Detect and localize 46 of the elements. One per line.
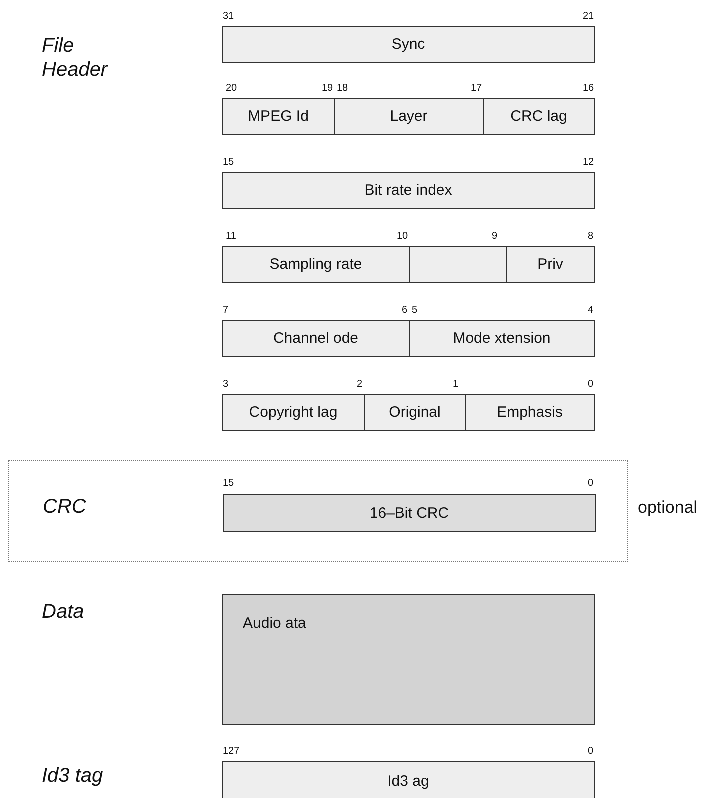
bit-number: 12: [583, 157, 594, 168]
bit-field: Layer: [334, 98, 484, 135]
bit-number: 10: [397, 231, 408, 242]
section-title: Data: [42, 600, 86, 624]
bit-number: 2: [357, 379, 363, 390]
bit-number: 127: [223, 746, 240, 757]
bit-number: 5: [412, 305, 418, 316]
bit-number: 1: [453, 379, 459, 390]
bit-number: 20: [226, 83, 238, 94]
bit-number: 11: [226, 231, 236, 242]
bit-number: 3: [223, 379, 229, 390]
bit-number: 4: [588, 305, 594, 316]
bit-number: 0: [588, 478, 594, 489]
bit-number: 7: [223, 305, 229, 316]
bit-field: Copyright lag: [222, 394, 365, 431]
dotted-frame: [8, 460, 628, 562]
bit-field: Audio ata: [222, 594, 595, 725]
bit-number: 0: [588, 379, 594, 390]
section-title: File Header: [42, 34, 110, 82]
bit-field: Sampling rate: [222, 246, 410, 283]
bit-number: 18: [337, 83, 348, 94]
bit-number: 6: [402, 305, 408, 316]
bit-field: CRC lag: [483, 98, 595, 135]
section-title: CRC: [43, 495, 86, 519]
bit-number: 17: [471, 83, 482, 94]
bit-field: Id3 ag: [222, 761, 595, 798]
bit-number: 15: [223, 478, 234, 489]
bit-field: Emphasis: [465, 394, 595, 431]
bit-field: 16–Bit CRC: [223, 494, 596, 532]
bit-field: Mode xtension: [409, 320, 595, 357]
bit-number: 8: [588, 231, 594, 242]
bit-number: 9: [492, 231, 498, 242]
bit-number: 16: [583, 83, 594, 94]
bit-number: 0: [588, 746, 594, 757]
bit-number: 31: [223, 11, 234, 22]
section-title: Id3 tag: [42, 764, 104, 788]
bit-field: Sync: [222, 26, 595, 63]
bit-field: MPEG Id: [222, 98, 335, 135]
bit-field: Original: [364, 394, 466, 431]
bit-field: Priv: [506, 246, 595, 283]
bit-number: 19: [322, 83, 334, 94]
bit-field: Bit rate index: [222, 172, 595, 209]
bit-number: 21: [583, 11, 594, 22]
note-text: optional: [638, 498, 698, 518]
bit-number: 15: [223, 157, 234, 168]
bit-field: Channel ode: [222, 320, 410, 357]
